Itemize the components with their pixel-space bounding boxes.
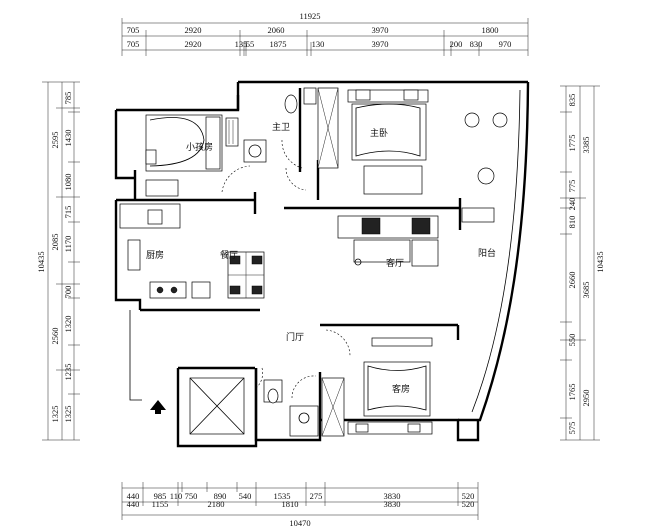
room-label-guest-room: 客房 <box>392 383 410 395</box>
right-dim: 3385 <box>581 137 591 154</box>
bottom-dim: 275 <box>310 491 323 501</box>
top-dimensions: 11925 705 2920 2060 3970 1800 705 2920 1… <box>121 11 529 56</box>
right-dim: 3685 <box>581 282 591 299</box>
master-bed <box>347 89 429 195</box>
top-dim: 1800 <box>482 25 499 35</box>
room-label-small-child-room: 小孩房 <box>186 141 213 153</box>
top-dim: 135 <box>235 39 248 49</box>
right-dim: 775 <box>567 180 577 193</box>
top-dim: 55 <box>246 39 255 49</box>
left-dim: 1325 <box>50 406 60 423</box>
left-total: 10435 <box>36 251 46 272</box>
bottom-dim: 540 <box>239 491 252 501</box>
left-dim: 1320 <box>63 316 73 333</box>
left-dim: 1170 <box>63 236 73 253</box>
left-dim: 700 <box>63 286 73 299</box>
bottom-dim: 1810 <box>282 499 299 509</box>
right-dim: 2660 <box>567 272 577 289</box>
room-label-master-bath: 主卫 <box>272 121 290 133</box>
room-label-entrance: 门厅 <box>286 331 304 343</box>
room-label-kitchen: 厨房 <box>146 249 164 261</box>
bottom-dim: 890 <box>214 491 227 501</box>
furniture <box>119 87 508 437</box>
guest-bed <box>347 361 433 435</box>
bottom-dim: 440 <box>127 499 140 509</box>
up-arrow-icon <box>150 400 166 414</box>
bottom-dim: 750 <box>185 491 198 501</box>
bottom-dim: 1535 <box>274 491 291 501</box>
bottom-dim: 520 <box>462 491 475 501</box>
right-dimensions: 835 1775 775 240 810 2660 550 1765 575 3… <box>560 85 605 441</box>
walls <box>114 80 530 448</box>
left-dim: 1325 <box>63 406 73 423</box>
top-dim: 705 <box>127 39 140 49</box>
top-total: 11925 <box>300 11 321 21</box>
room-label-balcony: 阳台 <box>478 247 496 259</box>
elevator <box>189 377 245 435</box>
top-dim: 3970 <box>372 39 389 49</box>
left-dim: 1080 <box>63 174 73 191</box>
bottom-dim: 2180 <box>208 499 225 509</box>
bottom-dim: 3830 <box>384 499 401 509</box>
left-dim: 2595 <box>50 132 60 149</box>
top-dim: 3970 <box>372 25 389 35</box>
right-dim: 575 <box>567 422 577 435</box>
left-dim: 715 <box>63 206 73 219</box>
room-label-living: 客厅 <box>386 257 404 269</box>
top-dim: 2920 <box>185 25 202 35</box>
top-dim: 130 <box>312 39 325 49</box>
top-dim: 705 <box>127 25 140 35</box>
bottom-dim: 1155 <box>152 499 169 509</box>
living-room-furniture <box>337 215 439 347</box>
door-swings <box>221 139 351 399</box>
top-dim: 1875 <box>270 39 287 49</box>
left-dimensions: 10435 2595 2085 2560 1325 785 1430 1080 … <box>36 81 80 441</box>
bottom-dim: 440 <box>127 491 140 501</box>
dining-table <box>191 251 265 299</box>
kitchen-fixtures <box>119 203 187 299</box>
right-dim: 835 <box>567 94 577 107</box>
left-dim: 2085 <box>50 234 60 251</box>
child-bed <box>145 114 239 172</box>
right-dim: 550 <box>567 334 577 347</box>
left-dim: 1235 <box>63 364 73 381</box>
right-dim: 2950 <box>581 390 591 407</box>
room-label-dining: 餐厅 <box>220 249 238 261</box>
top-dim: 2060 <box>268 25 285 35</box>
bottom-dimensions: 440 985 110 750 890 540 1535 275 3830 52… <box>121 482 479 528</box>
right-dim: 240 <box>567 198 577 211</box>
room-label-master-bedroom: 主卧 <box>370 127 388 139</box>
right-dim: 810 <box>567 216 577 229</box>
top-dim: 2920 <box>185 39 202 49</box>
right-total: 10435 <box>595 251 605 272</box>
right-dim: 1775 <box>567 135 577 152</box>
bottom-dim: 3830 <box>384 491 401 501</box>
top-dim: 830 <box>470 39 483 49</box>
bottom-total: 10470 <box>289 518 310 528</box>
bottom-dim: 110 <box>170 491 182 501</box>
guest-bath-fixtures <box>263 377 345 437</box>
top-dim: 970 <box>499 39 512 49</box>
left-dim: 2560 <box>50 328 60 345</box>
right-dim: 1765 <box>567 384 577 401</box>
left-dim: 785 <box>63 92 73 105</box>
balcony-furniture <box>461 112 508 223</box>
left-dim: 1430 <box>63 130 73 147</box>
bottom-dim: 520 <box>462 499 475 509</box>
top-dim: 200 <box>450 39 463 49</box>
master-bath-fixtures <box>243 87 339 169</box>
child-wardrobe <box>145 179 179 197</box>
bottom-dim: 985 <box>154 491 167 501</box>
room-labels: 小孩房 主卫 主卧 厨房 餐厅 客厅 阳台 门厅 客房 <box>146 121 496 395</box>
